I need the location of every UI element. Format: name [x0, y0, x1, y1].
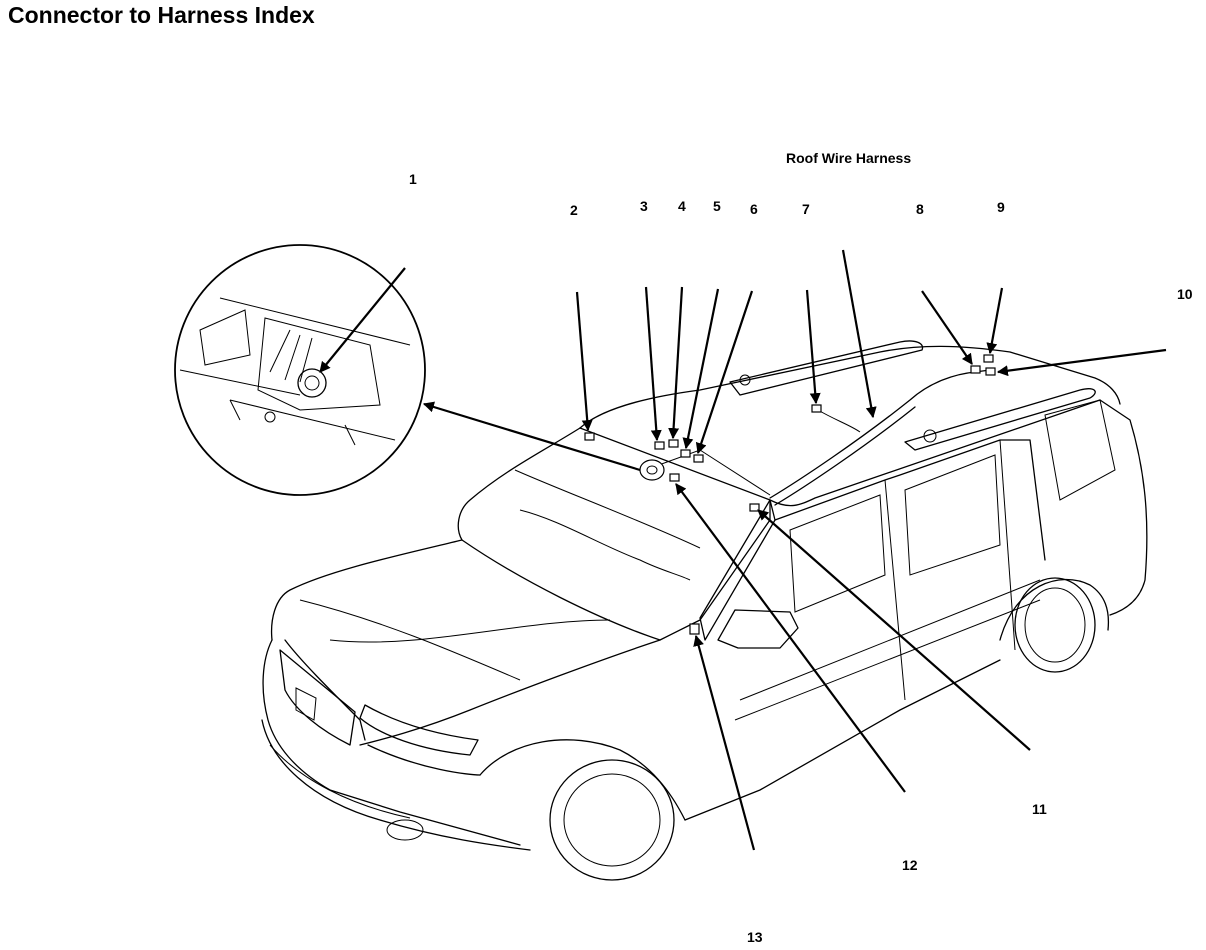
- callout-4: 4: [678, 198, 686, 214]
- callout-1: 1: [409, 171, 417, 187]
- leader-harness: [841, 249, 877, 419]
- leader-10: [996, 348, 1167, 377]
- callout-10: 10: [1177, 286, 1193, 302]
- leader-8: [921, 290, 973, 365]
- leader-7: [805, 289, 821, 405]
- leader-4: [668, 286, 684, 440]
- callout-13: 13: [747, 929, 763, 945]
- callout-3: 3: [640, 198, 648, 214]
- callout-9: 9: [997, 199, 1005, 215]
- roof-wire-harness-label: Roof Wire Harness: [786, 150, 912, 166]
- leader-1: [319, 267, 406, 373]
- leader-5: [682, 288, 720, 450]
- leader-inset: [422, 401, 641, 472]
- callout-11: 11: [1032, 801, 1047, 817]
- callout-2: 2: [570, 202, 578, 218]
- callout-6: 6: [750, 201, 758, 217]
- leader-13: [693, 634, 756, 851]
- connectors: [584, 354, 996, 635]
- leader-lines: [319, 249, 1167, 851]
- leader-3: [644, 286, 662, 442]
- leader-6: [695, 290, 754, 455]
- callout-8: 8: [916, 201, 924, 217]
- vehicle-outline: [261, 340, 1148, 881]
- leader-9: [986, 287, 1004, 355]
- callout-12: 12: [902, 857, 918, 873]
- callout-7: 7: [802, 201, 810, 217]
- leader-11: [757, 509, 1031, 751]
- leader-2: [575, 291, 593, 432]
- page-title: Connector to Harness Index: [8, 2, 315, 28]
- callout-5: 5: [713, 198, 721, 214]
- detail-inset: [174, 244, 426, 496]
- leader-12: [675, 483, 906, 793]
